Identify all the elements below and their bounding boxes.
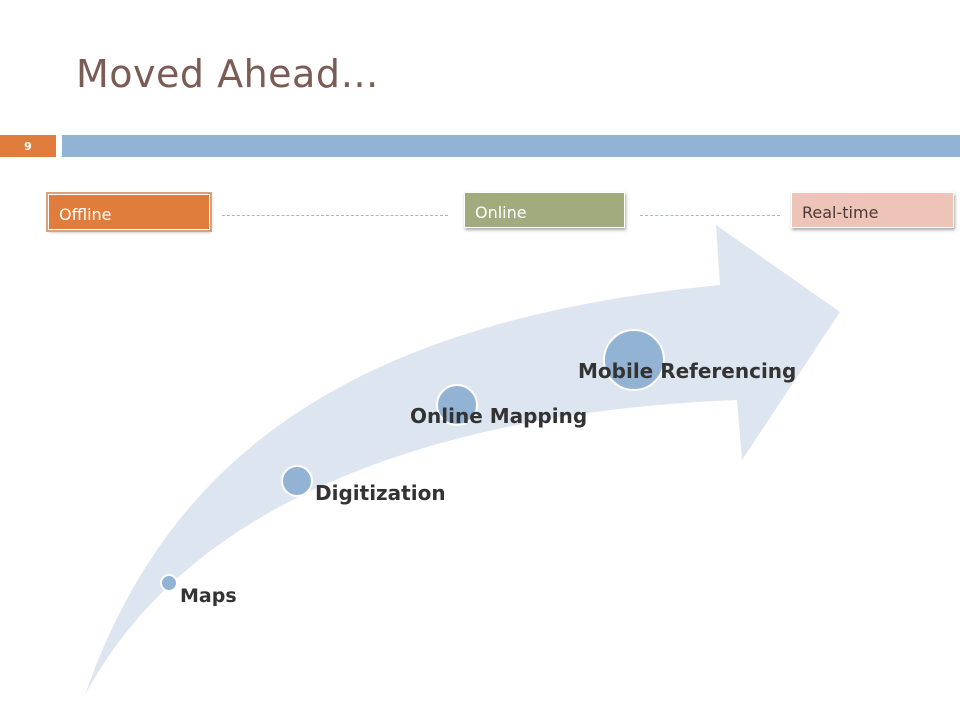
- step-node-digitization: [281, 465, 313, 497]
- step-label-digitization: Digitization: [315, 481, 446, 505]
- connector-online-realtime: [640, 215, 780, 216]
- connector-offline-online: [222, 215, 448, 216]
- header-bar: [62, 135, 960, 157]
- step-label-maps: Maps: [180, 585, 237, 607]
- step-node-maps: [160, 574, 178, 592]
- step-label-mobile-referencing: Mobile Referencing: [578, 359, 797, 383]
- slide-title: Moved Ahead…: [76, 52, 379, 96]
- step-node-mobile-referencing: [603, 329, 665, 391]
- step-node-online-mapping: [436, 384, 478, 426]
- slide-number: 9: [0, 135, 56, 157]
- curved-arrow: [85, 225, 840, 695]
- phase-offline: Offline: [46, 192, 212, 232]
- phase-realtime: Real-time: [791, 192, 954, 228]
- step-label-online-mapping: Online Mapping: [410, 404, 588, 428]
- phase-online: Online: [464, 192, 625, 228]
